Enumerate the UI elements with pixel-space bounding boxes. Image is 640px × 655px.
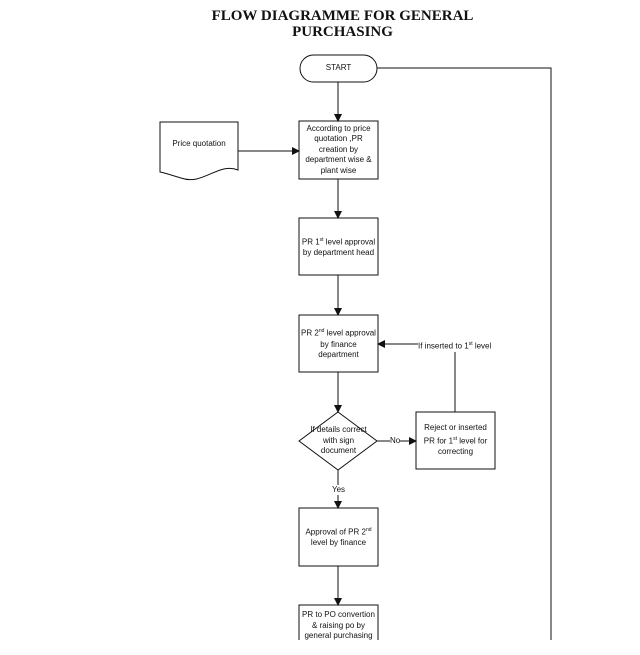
edge-start-right-loop [377, 67, 552, 640]
edge-reject-back-to-level2 [377, 340, 456, 412]
pr-level1-label: PR 1st level approval by department head [301, 236, 376, 257]
price-quotation-label: Price quotation [172, 138, 226, 148]
po-conversion-box [298, 604, 379, 640]
page-title: FLOW DIAGRAMME FOR GENERAL PURCHASING [211, 8, 474, 40]
flow-diagram [159, 54, 552, 640]
approval-finance-label: Approval of PR 2nd level by finance [305, 527, 372, 548]
pr-creation-label: According to price quotation ,PR creatio… [305, 123, 372, 175]
edge-reinsert-label: If inserted to 1st level [418, 339, 492, 352]
price-quotation-document-shape [159, 121, 239, 181]
decision-label: If details correct with sign document [310, 425, 367, 456]
edge-yes-label: Yes [332, 485, 346, 495]
reject-box [415, 411, 496, 470]
pr-creation-box [298, 120, 379, 180]
reject-label: Reject or inserted PR for 1st level for … [423, 423, 488, 457]
edge-no-label: No [390, 436, 401, 446]
pr-level2-label: PR 2nd level approval by finance departm… [301, 328, 376, 360]
approval-finance-box [298, 507, 379, 567]
start-label: START [325, 63, 352, 73]
po-conversion-label: PR to PO convertion & raising po by gene… [302, 610, 375, 640]
